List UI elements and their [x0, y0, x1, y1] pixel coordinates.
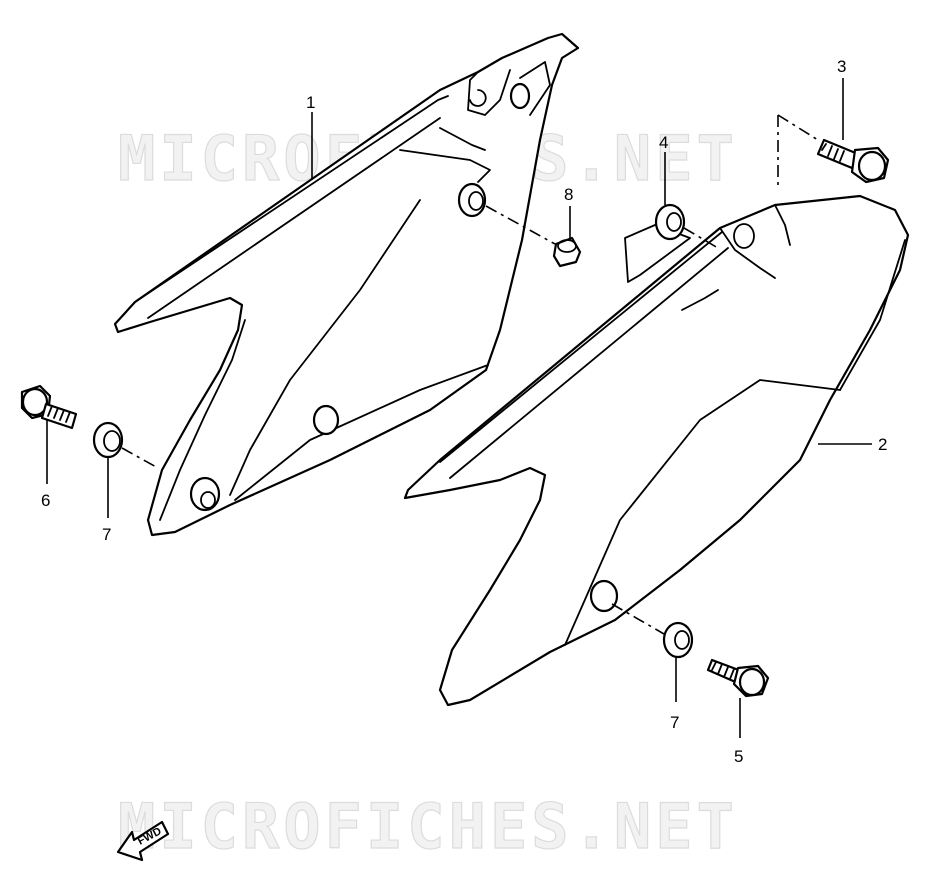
- assembly-line-7a: [121, 447, 159, 469]
- grommet-7-right[interactable]: [662, 621, 694, 659]
- callout-8: 8: [564, 185, 573, 204]
- callout-7-right: 7: [670, 713, 679, 732]
- callout-7-left: 7: [102, 525, 111, 544]
- collar-4[interactable]: [654, 203, 686, 241]
- bolt-5[interactable]: [706, 658, 770, 698]
- callout-6: 6: [41, 491, 50, 510]
- callout-1: 1: [306, 93, 315, 112]
- callout-3: 3: [837, 57, 846, 76]
- watermark-bottom: MICROFICHES.NET: [118, 790, 738, 863]
- callout-4: 4: [659, 133, 668, 152]
- assembly-line-7b: [611, 603, 665, 635]
- bolt-6[interactable]: [20, 384, 78, 430]
- fwd-arrow-icon: FWD: [116, 820, 170, 862]
- assembly-line-3: [777, 114, 819, 190]
- cushion-8[interactable]: [457, 182, 582, 268]
- callout-5: 5: [734, 747, 743, 766]
- grommet-7-left[interactable]: [92, 421, 124, 459]
- left-side-cover[interactable]: [113, 32, 580, 537]
- bolt-3[interactable]: [816, 138, 890, 184]
- callout-2: 2: [878, 435, 887, 454]
- right-side-cover[interactable]: [403, 194, 910, 707]
- assembly-line-4: [683, 227, 719, 249]
